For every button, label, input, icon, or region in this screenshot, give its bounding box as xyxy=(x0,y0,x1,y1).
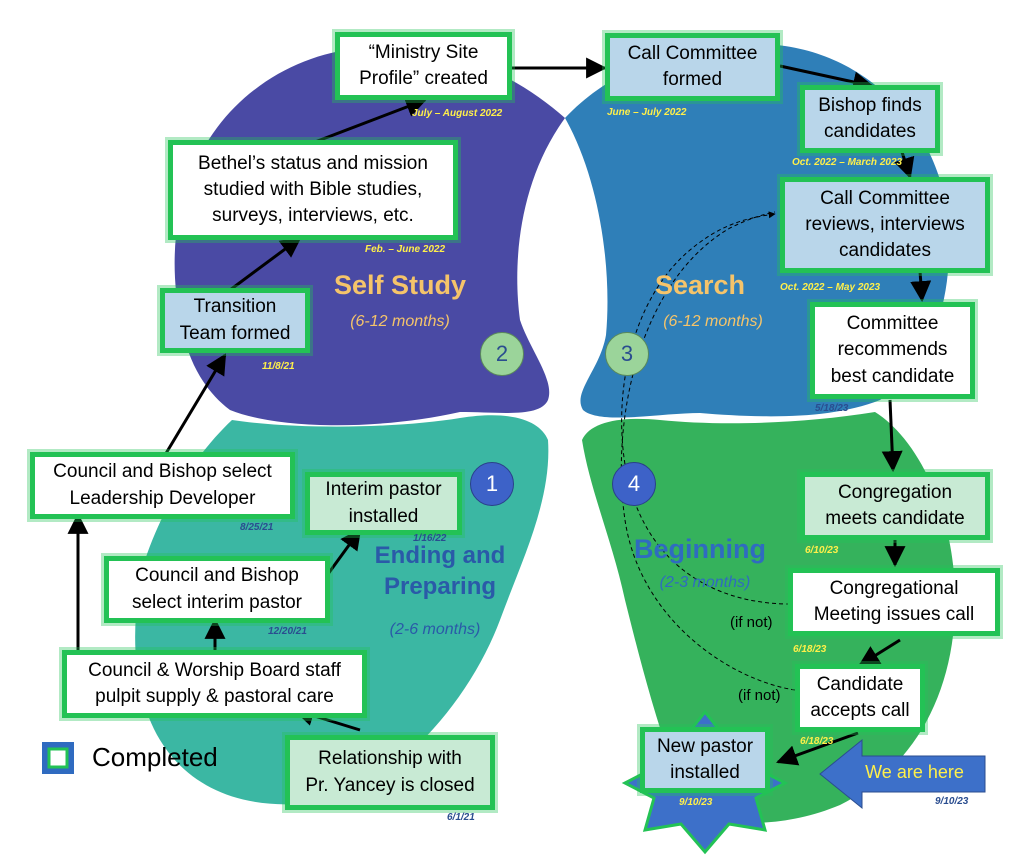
we-are-here-arrow xyxy=(819,738,986,810)
step-profile-created: “Ministry Site Profile” created xyxy=(335,32,512,100)
phase-title-ending: Ending and Preparing xyxy=(374,542,506,601)
legend-swatch-inner xyxy=(47,747,69,769)
we-are-here-date: 9/10/23 xyxy=(935,796,969,807)
date-recommends: 5/18/23 xyxy=(815,403,849,414)
phase-duration-search: (6-12 months) xyxy=(663,313,763,330)
phase-number-3: 3 xyxy=(605,332,649,376)
date-bishop-finds: Oct. 2022 – March 2023 xyxy=(792,157,903,168)
if-not-label-1: (if not) xyxy=(730,614,773,631)
date-meets-candidate: 6/10/23 xyxy=(805,545,839,556)
flow-arrows xyxy=(67,57,932,766)
step-meets-candidate: Congregation meets candidate xyxy=(800,472,990,540)
legend-label: Completed xyxy=(92,742,218,772)
if-not-label-2: (if not) xyxy=(738,687,781,704)
step-select-interim: Council and Bishop select interim pastor xyxy=(104,556,330,623)
date-accepts-call: 6/18/23 xyxy=(800,736,834,747)
step-leadership-developer: Council and Bishop select Leadership Dev… xyxy=(30,452,295,519)
step-call-committee: Call Committee formed xyxy=(605,33,780,101)
step-pulpit-supply: Council & Worship Board staff pulpit sup… xyxy=(62,650,367,718)
phase-number-2: 2 xyxy=(480,332,524,376)
phase-title-self-study: Self Study xyxy=(333,270,467,300)
if-not-loop-1 xyxy=(621,211,791,605)
step-interim-installed: Interim pastor installed xyxy=(305,472,462,535)
step-installed: New pastor installed xyxy=(640,727,770,793)
date-relationship-closed: 6/1/21 xyxy=(447,812,475,823)
date-profile-created: July – August 2022 xyxy=(412,108,503,119)
date-call-committee: June – July 2022 xyxy=(607,107,687,118)
step-status-studied: Bethel’s status and mission studied with… xyxy=(168,140,458,240)
phase-duration-self-study: (6-12 months) xyxy=(350,313,450,330)
step-bishop-finds: Bishop finds candidates xyxy=(800,85,940,153)
date-select-interim: 12/20/21 xyxy=(268,626,307,637)
step-reviews: Call Committee reviews, interviews candi… xyxy=(780,177,990,273)
date-interim-installed: 1/16/22 xyxy=(413,533,447,544)
phase-number-4: 4 xyxy=(612,462,656,506)
date-transition-team: 11/8/21 xyxy=(262,361,295,372)
date-leadership-developer: 8/25/21 xyxy=(240,522,274,533)
phase-duration-beginning: (2-3 months) xyxy=(659,574,751,591)
step-transition-team: Transition Team formed xyxy=(160,288,310,353)
step-accepts-call: Candidate accepts call xyxy=(795,664,925,732)
date-issues-call: 6/18/23 xyxy=(793,644,827,655)
date-status-studied: Feb. – June 2022 xyxy=(365,244,446,255)
step-issues-call: Congregational Meeting issues call xyxy=(788,568,1000,636)
we-are-here-label: We are here xyxy=(865,762,964,782)
phase-number-1: 1 xyxy=(470,462,514,506)
phase-duration-ending: (2-6 months) xyxy=(389,621,481,638)
phase-title-beginning: Beginning xyxy=(634,534,766,564)
if-not-loop-2 xyxy=(620,211,796,691)
date-reviews: Oct. 2022 – May 2023 xyxy=(780,282,881,293)
step-recommends: Committee recommends best candidate xyxy=(810,302,975,399)
phase-title-search: Search xyxy=(654,270,746,300)
date-installed: 9/10/23 xyxy=(679,797,713,808)
step-relationship-closed: Relationship with Pr. Yancey is closed xyxy=(285,735,495,810)
